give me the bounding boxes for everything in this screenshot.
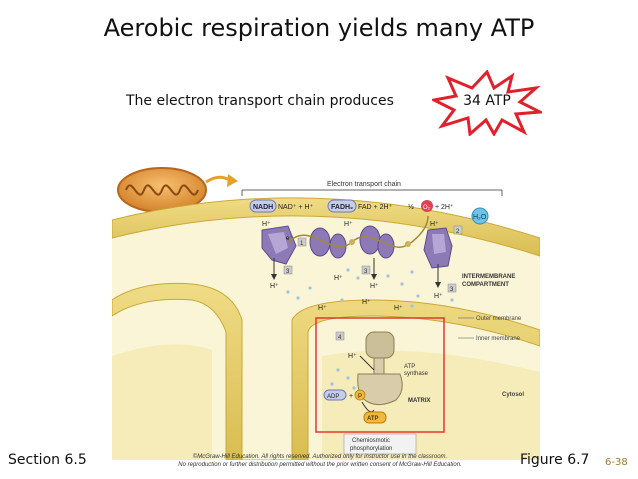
starburst-shape [432, 70, 542, 136]
starburst-label: 34 ATP [463, 93, 511, 109]
step-3a-marker [283, 265, 293, 275]
copyright-line-1: ©McGraw-Hill Education. All rights reser… [192, 454, 448, 460]
complex-1-protein [261, 225, 297, 265]
step-3b: 3 [364, 269, 368, 275]
section-label: Section 6.5 [8, 452, 87, 468]
slide-subtitle: The electron transport chain produces [126, 93, 394, 109]
copyright-notice: ©McGraw-Hill Education. All rights reser… [158, 453, 482, 469]
step-1: 1 [300, 241, 304, 247]
step-4: 4 [338, 335, 342, 341]
h-plus-2: H⁺ [344, 221, 353, 228]
fadh2-pill [327, 199, 357, 213]
carrier-q [349, 239, 355, 245]
atp-synthase [357, 331, 403, 406]
h-plus-ims-4: H⁺ [434, 293, 443, 300]
cytosol-label: Cytosol [502, 392, 524, 398]
starburst-callout: 34 ATP [432, 70, 542, 136]
electron-transport-diagram: Electron transport chain NADH NAD⁺ + H⁺ … [112, 167, 540, 460]
step-4-marker [335, 331, 345, 341]
phosphate-label: P [358, 394, 362, 400]
slide-title: Aerobic respiration yields many ATP [103, 14, 535, 42]
nadh-label: NADH [253, 204, 273, 211]
h2o-label: H₂O [473, 214, 487, 221]
atp-synthase-label-1: ATP [404, 364, 415, 370]
matrix-proton-dots [330, 368, 356, 390]
step-3c: 3 [450, 287, 454, 293]
outer-membrane [112, 197, 540, 257]
h-plus-synthase: H⁺ [348, 353, 357, 360]
copyright-line-2: No reproduction or further distribution … [178, 462, 462, 468]
fad-label: FAD + 2H⁺ [358, 204, 393, 211]
chemiosmotic-label-2: phosphorylation [350, 446, 392, 452]
step-2-marker [453, 225, 463, 235]
o2-label: O₂ [423, 205, 431, 211]
h-plus-ims-5: H⁺ [362, 299, 371, 306]
nad-plus-label: NAD⁺ + H⁺ [278, 204, 314, 211]
matrix-label: MATRIX [408, 398, 431, 404]
inner-membrane-label: Inner membrane [476, 336, 521, 342]
atp-pill [363, 411, 387, 424]
carrier-c [405, 241, 411, 247]
h-plus-1: H⁺ [262, 221, 271, 228]
step-3b-marker [361, 265, 371, 275]
o2-molecule [421, 200, 433, 212]
h-plus-ims-1: H⁺ [270, 283, 279, 290]
h-plus-ims-3: H⁺ [370, 283, 379, 290]
complex-3-protein [359, 225, 395, 259]
outer-membrane-label: Outer membrane [476, 316, 522, 322]
compartment-label: COMPARTMENT [462, 282, 509, 288]
h-plus-ims-2: H⁺ [334, 275, 343, 282]
chemiosmotic-label-1: Chemiosmotic [352, 438, 390, 444]
plus-2h-label: + 2H⁺ [435, 204, 454, 211]
figure-label: Figure 6.7 [520, 452, 590, 468]
adp-label: ADP [327, 394, 339, 400]
half-label: ½ [408, 203, 414, 211]
atp-label: ATP [367, 416, 379, 422]
electron-path [287, 215, 429, 248]
matrix-shade-left [112, 344, 212, 460]
fadh2-label: FADH₂ [331, 204, 353, 211]
etc-title: Electron transport chain [327, 181, 401, 188]
h-plus-3: H⁺ [430, 221, 439, 228]
phosphate-circle [354, 389, 366, 401]
proton-dots [286, 268, 454, 308]
chemiosmotic-label-box [343, 433, 417, 455]
atp-synthase-label-2: synthase [404, 371, 429, 377]
step-1-marker [297, 237, 307, 247]
h-plus-ims-6: H⁺ [318, 305, 327, 312]
plus-label: + [349, 393, 353, 400]
step-2: 2 [456, 229, 460, 235]
chemiosmosis-highlight-box [315, 317, 445, 433]
slide-number: 6-38 [605, 457, 628, 468]
h2o-molecule [471, 207, 489, 225]
complex-4-protein [423, 227, 453, 269]
intermembrane-label: INTERMEMBRANE [462, 274, 515, 280]
h-plus-ims-7: H⁺ [394, 305, 403, 312]
electron-1: e⁻ [286, 236, 293, 242]
nadh-pill [249, 199, 277, 213]
step-3c-marker [447, 283, 457, 293]
adp-pill [323, 389, 347, 401]
step-3a: 3 [286, 269, 290, 275]
